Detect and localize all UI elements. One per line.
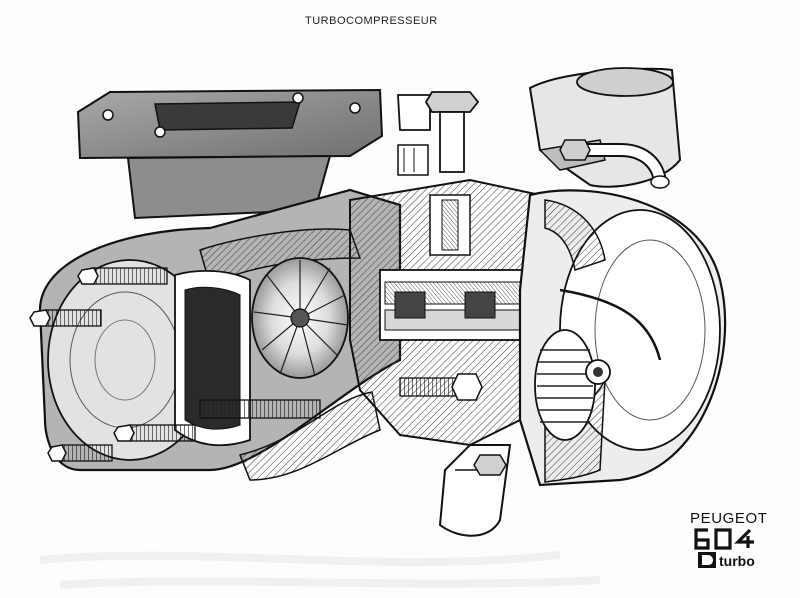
model-number-logo [694,528,754,550]
variant-logo: turbo [698,552,755,569]
wastegate-actuator-rod [559,288,662,385]
brand-block: PEUGEOT turbo [680,510,790,580]
compressor-housing [518,189,727,487]
brand-name: PEUGEOT [690,510,768,527]
oil-inlet-fitting [397,91,480,176]
illustration-caption: TURBOCOMPRESSEUR [305,15,438,27]
mounting-studs [29,267,483,462]
compressor-wheel [534,329,596,441]
oil-drain-pipe [438,444,512,537]
paper-ghost-marks [39,551,601,589]
bearing-housing [349,178,547,447]
exhaust-inlet-flange [76,88,384,220]
turbine-wheel [251,257,349,379]
oil-line-elbow [559,139,670,189]
svg-text:turbo: turbo [719,553,755,569]
